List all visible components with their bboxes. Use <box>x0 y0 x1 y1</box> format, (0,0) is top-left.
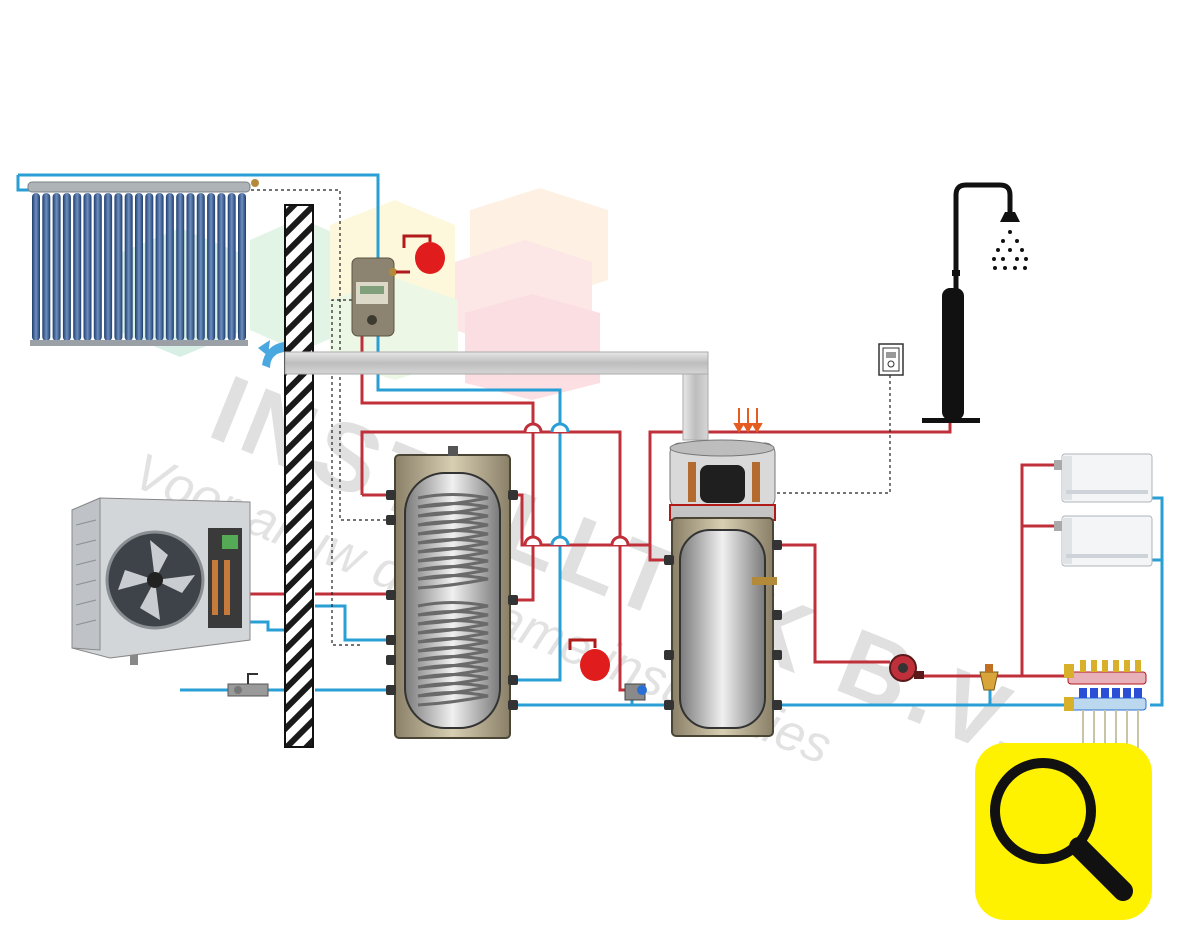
buffer-tank-icon <box>386 446 518 739</box>
thermostatic-valve-icon <box>979 664 999 691</box>
fan-coil-unit-icon <box>1054 453 1153 503</box>
boiler-heat-pump-icon <box>664 408 782 737</box>
cold-pipes <box>16 173 1164 707</box>
zoom-button[interactable] <box>975 743 1152 920</box>
heat-pump-outdoor-unit-icon <box>71 497 251 665</box>
shower-icon <box>922 182 1028 423</box>
mixing-valve-icon <box>624 683 647 701</box>
search-icon <box>990 758 1133 901</box>
circulation-pump-icon <box>889 654 924 682</box>
manifold-icon <box>1064 660 1147 748</box>
inlet-valve-icon <box>227 673 269 697</box>
expansion-vessel-icon <box>396 234 445 274</box>
expansion-vessel-icon <box>568 638 610 681</box>
thermostat-icon <box>878 343 904 376</box>
watermark: INSTALLTEK B.V. Voor al uw duurzame inst… <box>126 355 1051 783</box>
solar-pump-station-icon <box>351 257 397 337</box>
hot-pipes <box>242 290 1065 692</box>
solar-collector-icon <box>27 179 259 346</box>
ventilation-duct-icon <box>258 340 709 441</box>
wall-icon <box>284 204 314 748</box>
fan-coil-unit-icon <box>1054 515 1153 567</box>
pipe-crossovers <box>523 422 630 546</box>
